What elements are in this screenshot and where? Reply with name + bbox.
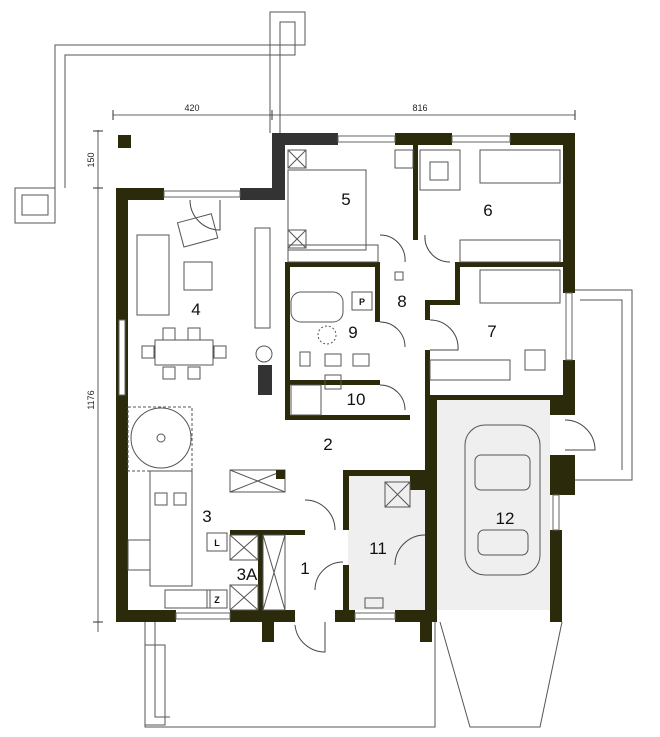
dimension-150: 150 [86,152,96,167]
pantry-l-box [206,532,228,552]
coffee-table [183,261,213,291]
sink [164,589,211,609]
bed-6 [479,149,561,184]
bath-p-box [351,291,373,311]
toilet [299,351,311,367]
room-labels: 1 2 3 3A 4 5 6 7 8 9 10 11 12 [191,190,514,584]
dimension-816: 816 [412,103,427,113]
sofa [136,234,170,316]
garage-floor [437,400,550,610]
room-8-label: 8 [397,292,406,311]
furniture [127,149,561,611]
utility-sink [364,597,384,609]
bath-p-label: P [359,297,365,307]
room-7-label: 7 [487,322,496,341]
room-4-label: 4 [191,300,200,319]
dimension-420: 420 [184,103,199,113]
room-6-label: 6 [483,201,492,220]
kitchen-island [149,470,193,587]
bed-7 [479,269,561,304]
boiler [384,481,411,508]
room-3-label: 3 [202,507,211,526]
terrace-outline [14,11,633,728]
room-9-label: 9 [348,323,357,342]
washbasin [324,353,342,367]
room-12-label: 12 [496,509,515,528]
chimney [118,135,131,148]
cooktop [127,539,151,571]
room-1-label: 1 [300,559,309,578]
pantry-z-box [206,589,228,609]
dimension-1176: 1176 [86,390,96,409]
skylight [229,469,286,493]
wardrobe-6 [459,239,561,263]
fireplace [255,345,273,363]
wardrobe-7 [429,359,511,381]
spiral-stairs-icon [130,407,192,469]
doors [189,199,596,653]
room-11-label: 11 [369,539,387,558]
pantry-l-label: L [214,538,220,548]
room-10-label: 10 [347,390,366,409]
dining-table [154,339,214,366]
interior-walls [230,145,563,610]
room-5-label: 5 [341,190,350,209]
armchair [176,213,219,248]
exterior-walls [116,133,575,642]
utility-floor [348,476,425,610]
shower [290,384,322,416]
wardrobe-5 [287,244,379,263]
pantry-z-label: Z [214,595,220,605]
tv-unit [254,227,271,329]
room-2-label: 2 [323,435,332,454]
windows [118,135,573,620]
bathtub [290,291,344,323]
room-3a-label: 3A [237,565,258,584]
bed-5 [287,169,367,251]
dimension-lines: 420 816 150 1176 [86,103,576,632]
car-icon [464,424,541,576]
